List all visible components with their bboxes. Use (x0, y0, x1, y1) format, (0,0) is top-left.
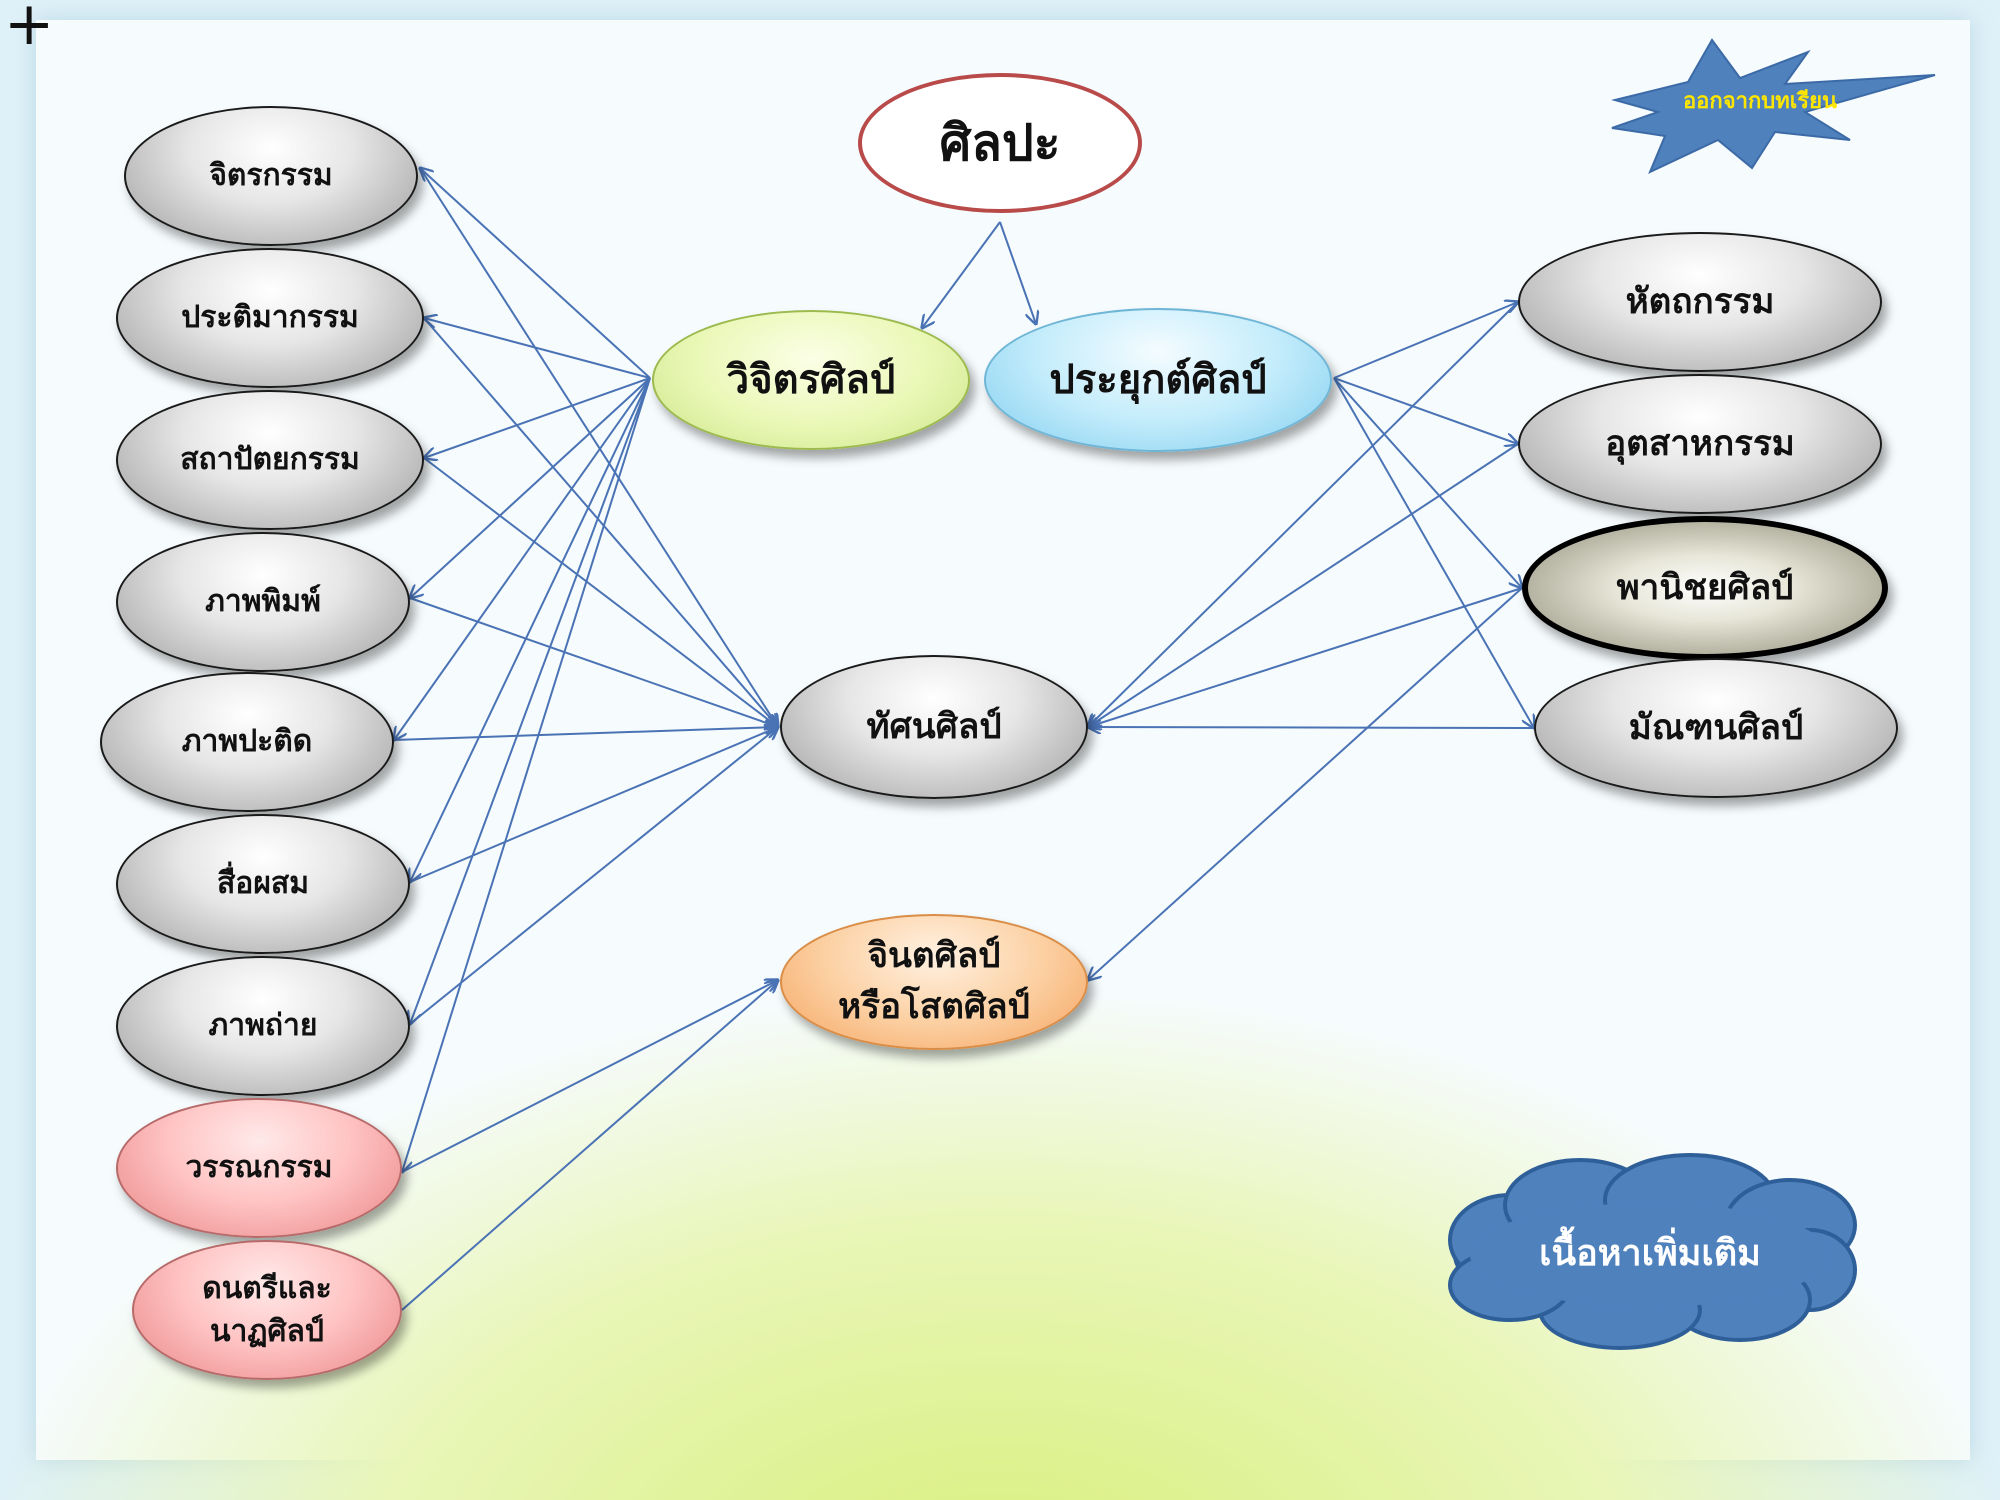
node-applied-arts[interactable]: ประยุกต์ศิลป์ (984, 308, 1332, 452)
exit-lesson-button[interactable]: ออกจากบทเรียน (1660, 80, 1860, 120)
right-item-label: มัณฑนศิลป์ (1628, 706, 1804, 748)
visual-arts-label: ทัศนศิลป์ (866, 705, 1002, 747)
left-item-label: วรรณกรรม (185, 1150, 333, 1186)
connector-arrow (419, 167, 778, 727)
connector-arrow (393, 727, 778, 741)
left-item-label: จิตรกรรม (209, 158, 333, 194)
connector-arrow (401, 980, 778, 1311)
music-dance-line-2: นาฏศิลป์ (210, 1314, 324, 1349)
connector-arrow (409, 727, 778, 883)
right-item-label: พานิชยศิลป์ (1616, 566, 1794, 608)
left-item-label: ภาพถ่าย (208, 1008, 318, 1044)
connector-arrow (420, 168, 651, 379)
abstract-arts-line-2: หรือโสตศิลป์ (838, 986, 1030, 1027)
connector-arrow (401, 980, 778, 1173)
title-text: ศิลปะ (939, 112, 1061, 172)
connector-arrow (410, 377, 651, 598)
left-item-collage[interactable]: ภาพปะติด (100, 672, 394, 812)
abstract-arts-line-1: จินตศิลป์ (867, 935, 1001, 977)
node-visual-arts[interactable]: ทัศนศิลป์ (780, 655, 1088, 799)
exit-star-shape[interactable] (1611, 38, 1936, 175)
exit-lesson-label: ออกจากบทเรียน (1682, 87, 1838, 114)
connector-arrow (423, 317, 778, 727)
connector-arrow (409, 727, 778, 1025)
connector-arrow (922, 221, 1001, 328)
right-item-commercial-art[interactable]: พานิชยศิลป์ (1522, 516, 1888, 660)
left-item-architecture[interactable]: สถาปัตยกรรม (116, 390, 424, 530)
connector-arrow (402, 377, 651, 1172)
left-item-printmaking[interactable]: ภาพพิมพ์ (116, 532, 410, 672)
connector-arrow (423, 457, 778, 727)
left-item-label: ประติมากรรม (181, 300, 359, 336)
more-content-button[interactable]: เนื้อหาเพิ่มเติม (1500, 1222, 1800, 1282)
connector-arrow (1333, 377, 1534, 728)
connector-arrow (410, 377, 651, 882)
node-abstract-arts[interactable]: จินตศิลป์ หรือโสตศิลป์ (780, 914, 1088, 1050)
right-item-decorative-art[interactable]: มัณฑนศิลป์ (1534, 658, 1898, 798)
connector-arrow (409, 597, 778, 727)
right-item-industrial[interactable]: อุตสาหกรรม (1518, 374, 1882, 514)
connector-arrow (1088, 587, 1523, 727)
connector-arrow (424, 377, 651, 458)
connector-arrow (999, 221, 1036, 324)
music-dance-line-1: ดนตรีและ (202, 1270, 332, 1306)
connector-arrow (1333, 377, 1518, 444)
left-item-label: ภาพปะติด (181, 724, 313, 760)
connector-arrow (1088, 301, 1519, 727)
right-item-label: อุตสาหกรรม (1605, 422, 1795, 464)
left-item-photography[interactable]: ภาพถ่าย (116, 956, 410, 1096)
connector-arrow (1088, 727, 1535, 728)
left-item-music-dance[interactable]: ดนตรีและ นาฏศิลป์ (132, 1240, 402, 1380)
connector-arrow (410, 377, 651, 1024)
left-item-painting[interactable]: จิตรกรรม (124, 106, 418, 246)
node-fine-arts[interactable]: วิจิตรศิลป์ (652, 310, 970, 450)
more-content-label: เนื้อหาเพิ่มเติม (1539, 1231, 1761, 1274)
connector-arrow (1088, 587, 1523, 980)
plus-icon: + (4, 0, 55, 59)
applied-arts-label: ประยุกต์ศิลป์ (1049, 356, 1267, 403)
left-item-mixed-media[interactable]: สื่อผสม (116, 814, 410, 954)
right-item-handicraft[interactable]: หัตถกรรม (1518, 232, 1882, 372)
connector-arrow (394, 377, 651, 740)
left-item-label: ภาพพิมพ์ (205, 584, 321, 620)
left-item-label: สื่อผสม (217, 866, 309, 902)
left-item-label: สถาปัตยกรรม (180, 442, 360, 478)
left-item-sculpture[interactable]: ประติมากรรม (116, 248, 424, 388)
connector-arrow (1333, 377, 1522, 588)
connector-arrow (1088, 443, 1519, 727)
connector-arrow (1333, 302, 1518, 379)
title-node: ศิลปะ (858, 73, 1142, 213)
left-item-literature[interactable]: วรรณกรรม (116, 1098, 402, 1238)
connector-arrow (424, 318, 651, 379)
fine-arts-label: วิจิตรศิลป์ (726, 356, 896, 403)
right-item-label: หัตถกรรม (1625, 280, 1775, 322)
